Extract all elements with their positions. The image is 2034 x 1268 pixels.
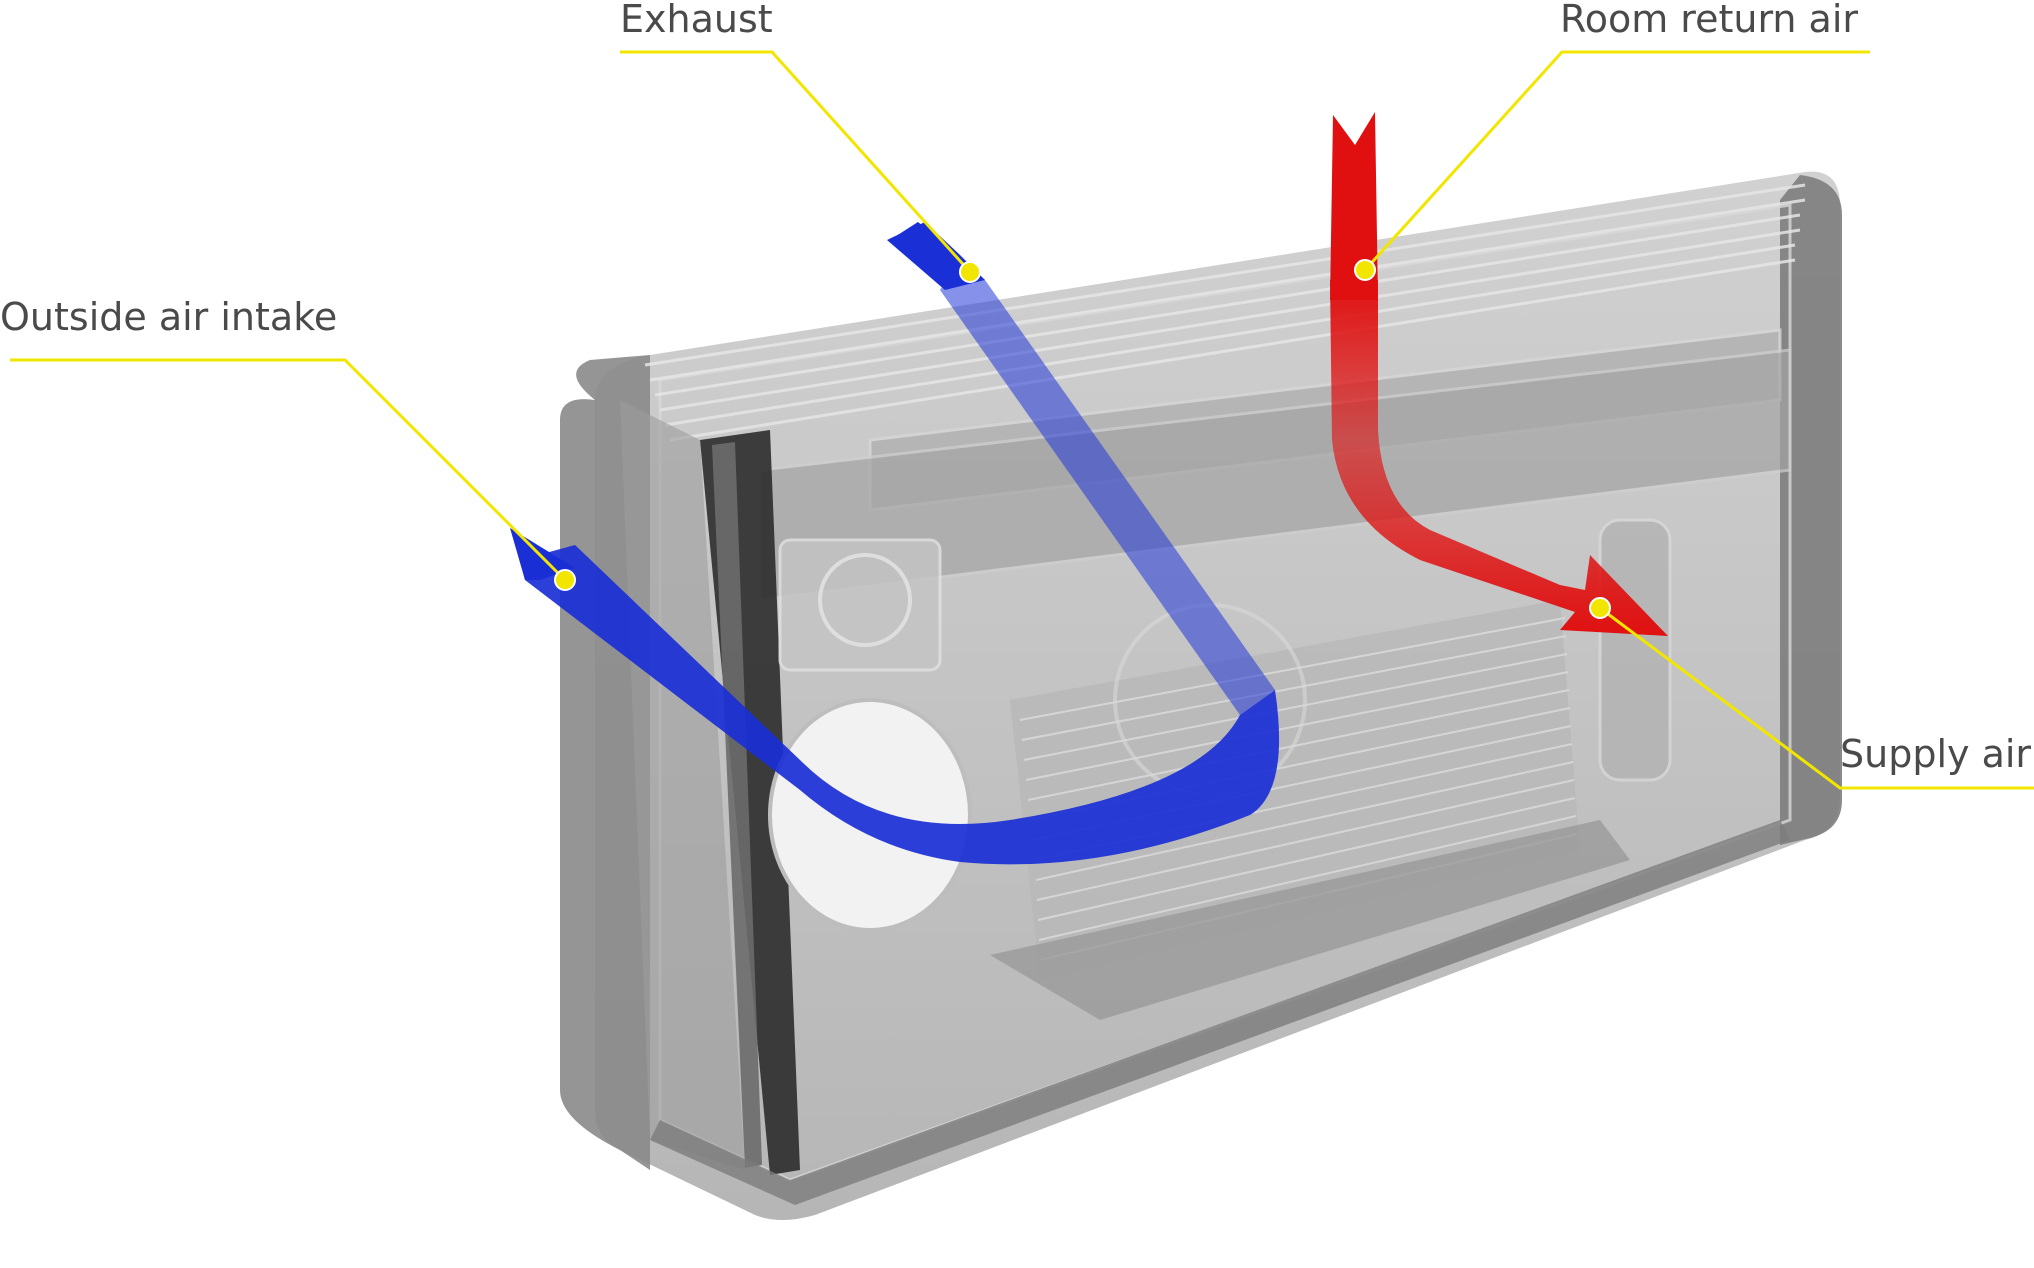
leader-dot-outside-air-intake [554, 569, 576, 591]
leader-dots [554, 259, 1611, 619]
leader-dot-room-return-air [1354, 259, 1376, 281]
label-exhaust: Exhaust [620, 0, 773, 41]
leader-lines [10, 50, 2034, 790]
label-supply-air: Supply air [1840, 732, 2032, 776]
heat-exchanger [990, 600, 1630, 1020]
leader-room-return-air [1363, 50, 1870, 272]
top-coil-stack [644, 183, 1806, 442]
label-room-return-air: Room return air [1560, 0, 1859, 41]
leader-supply-air [1599, 606, 2034, 790]
leader-dot-supply-air [1589, 597, 1611, 619]
leader-outside-air-intake [10, 358, 567, 582]
unit-casing [560, 171, 1842, 1221]
warm-airflow [1330, 112, 1668, 636]
leader-dot-exhaust [959, 261, 981, 283]
leader-exhaust [620, 50, 972, 274]
label-outside-air-intake: Outside air intake [0, 295, 338, 339]
